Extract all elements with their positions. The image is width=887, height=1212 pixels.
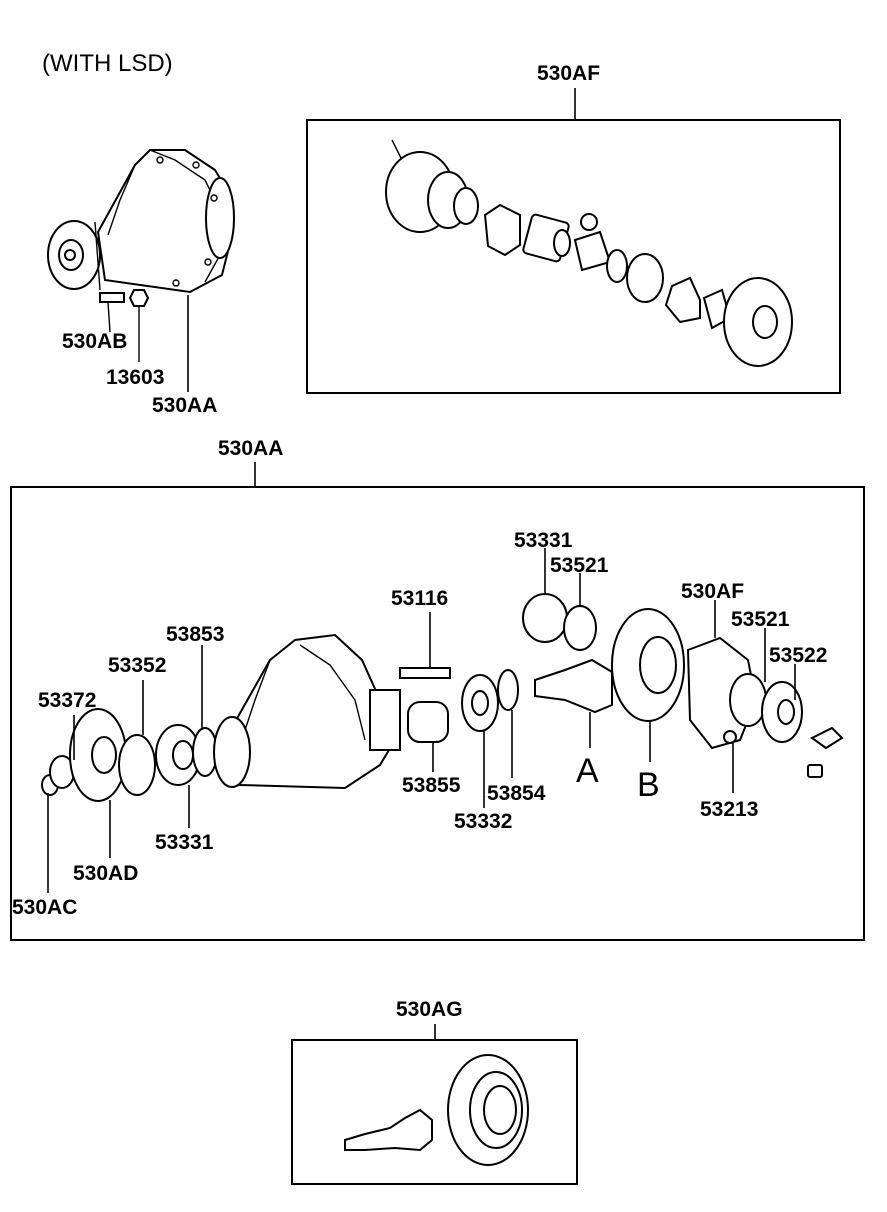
label-53352: 53352 bbox=[108, 654, 166, 677]
label-530af-inner: 530AF bbox=[681, 580, 744, 603]
gear-set-illustration bbox=[344, 1054, 529, 1166]
label-530ag: 530AG bbox=[396, 998, 463, 1021]
carrier-assembly-illustration bbox=[47, 149, 235, 294]
gear-set-box bbox=[291, 1039, 578, 1185]
label-13603: 13603 bbox=[106, 366, 164, 389]
label-53853: 53853 bbox=[166, 623, 224, 646]
label-53854: 53854 bbox=[487, 782, 546, 805]
label-53332: 53332 bbox=[454, 810, 512, 833]
main-exploded-illustration bbox=[41, 593, 844, 802]
label-530ab: 530AB bbox=[62, 330, 127, 353]
label-530ac: 530AC bbox=[12, 896, 77, 919]
variant-title: (WITH LSD) bbox=[42, 50, 173, 77]
label-530aa-box: 530AA bbox=[218, 437, 283, 460]
label-53522: 53522 bbox=[769, 644, 827, 667]
label-530af: 530AF bbox=[537, 62, 600, 85]
label-53331-top: 53331 bbox=[514, 529, 573, 552]
main-assembly-box bbox=[10, 486, 865, 941]
bolt-530ab bbox=[99, 292, 125, 333]
label-53521-top: 53521 bbox=[550, 554, 609, 577]
label-53331-bot: 53331 bbox=[155, 831, 214, 854]
label-53521-mid: 53521 bbox=[731, 608, 790, 631]
lsd-exploded-illustration bbox=[385, 139, 793, 367]
label-53213: 53213 bbox=[700, 798, 758, 821]
label-53855: 53855 bbox=[402, 774, 461, 797]
label-530aa: 530AA bbox=[152, 394, 217, 417]
label-53372: 53372 bbox=[38, 689, 96, 712]
nut-13603 bbox=[128, 289, 150, 362]
label-b: B bbox=[637, 766, 660, 804]
lsd-kit-box bbox=[306, 119, 841, 394]
label-a: A bbox=[576, 752, 599, 790]
label-530ad: 530AD bbox=[73, 862, 138, 885]
label-53116: 53116 bbox=[391, 587, 448, 610]
